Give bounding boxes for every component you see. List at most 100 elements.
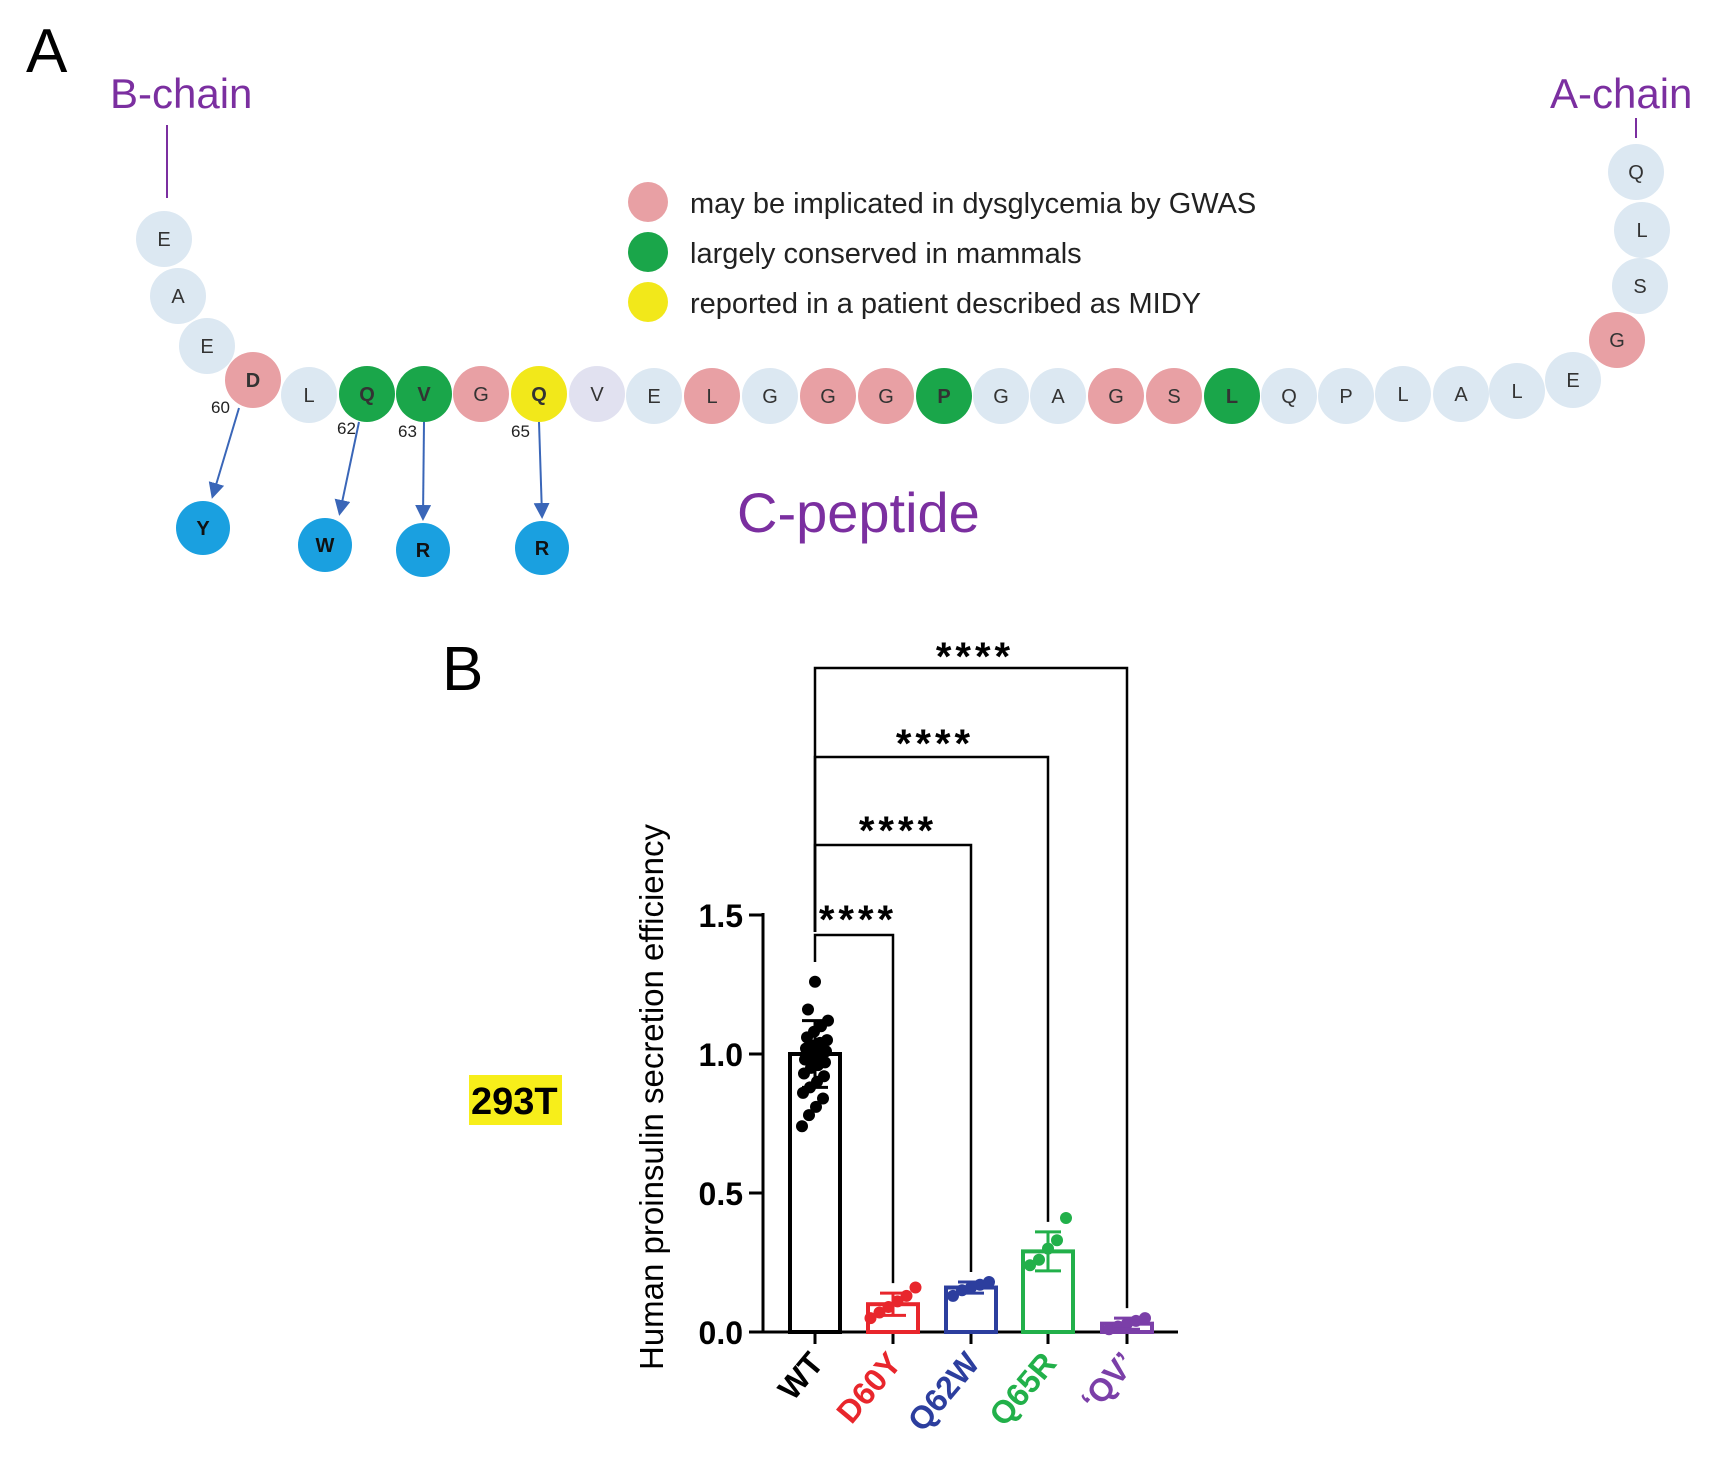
residue-letter: V	[590, 384, 604, 406]
residue-circle	[1318, 368, 1374, 424]
residue: E	[1545, 352, 1601, 408]
data-point	[864, 1312, 877, 1325]
residue-circle	[1375, 366, 1431, 422]
data-point	[1103, 1323, 1115, 1336]
data-point	[1139, 1312, 1151, 1325]
mutation-arrow	[415, 421, 432, 521]
residue-letter: G	[993, 386, 1009, 408]
data-point	[809, 975, 821, 988]
residue-circle	[1088, 368, 1144, 424]
x-tick-label: WT	[771, 1345, 831, 1407]
significance-label: ****	[819, 898, 897, 942]
b-chain-label: B-chain	[110, 70, 252, 117]
data-point	[947, 1289, 959, 1302]
residue-letter: L	[303, 385, 314, 407]
residue-circle	[1589, 312, 1645, 368]
data-point	[802, 1003, 814, 1016]
residue-circle	[339, 366, 395, 422]
residue-circle	[511, 366, 567, 422]
data-point	[1060, 1212, 1072, 1225]
residue: G	[742, 368, 798, 424]
residue: L	[281, 367, 337, 423]
residue-letter: V	[417, 384, 431, 406]
significance-label: ****	[936, 635, 1014, 679]
residue-position-label: 63	[398, 422, 417, 441]
residue: L	[1614, 202, 1670, 258]
data-point	[983, 1275, 995, 1288]
residue: P	[916, 368, 972, 424]
legend-text: reported in a patient described as MIDY	[690, 288, 1201, 320]
residue-circle	[1614, 202, 1670, 258]
legend-text: may be implicated in dysglycemia by GWAS	[690, 188, 1256, 220]
legend-swatch	[628, 232, 668, 272]
residue-letter: G	[820, 386, 836, 408]
residue: Q	[511, 366, 567, 422]
mutant-residue-circle	[176, 501, 230, 555]
residue-letter: G	[1609, 330, 1625, 352]
residue-circle	[225, 352, 281, 408]
y-tick-label: 0.0	[699, 1315, 743, 1351]
residue-letter: A	[1051, 386, 1065, 408]
data-point	[821, 1034, 833, 1047]
legend-text: largely conserved in mammals	[690, 238, 1082, 270]
residue-circle	[150, 268, 206, 324]
panel-b: B 293T Human proinsulin secretion effici…	[442, 635, 1178, 1438]
residue: Q	[339, 366, 395, 422]
residue-letter: E	[1566, 370, 1579, 392]
residue-circle	[1489, 363, 1545, 419]
residue-letter: L	[1397, 384, 1408, 406]
mutant-residue-letter: W	[316, 535, 335, 557]
residue-position-label: 65	[511, 422, 530, 441]
data-point	[1051, 1234, 1063, 1247]
legend: may be implicated in dysglycemia by GWAS…	[628, 182, 1256, 322]
residue: V	[569, 366, 625, 422]
legend-swatch	[628, 282, 668, 322]
residue-letter: G	[1108, 386, 1124, 408]
data-point	[817, 1092, 829, 1105]
residue-circle	[1030, 368, 1086, 424]
residue: S	[1146, 368, 1202, 424]
data-point	[796, 1120, 808, 1133]
data-point	[818, 1070, 830, 1083]
residue: D	[225, 352, 281, 408]
y-tick-label: 1.5	[699, 898, 743, 934]
residue-circle	[916, 368, 972, 424]
residue-letter: G	[878, 386, 894, 408]
residue-circle	[136, 211, 192, 267]
residue: G	[858, 368, 914, 424]
residue-position-label: 60	[211, 398, 230, 417]
residue-circle	[684, 368, 740, 424]
residue-letter: S	[1167, 386, 1180, 408]
residue-letter: A	[1454, 384, 1468, 406]
y-tick-label: 0.5	[699, 1176, 743, 1212]
residue: L	[1204, 368, 1260, 424]
mutation-arrow	[334, 421, 360, 516]
residue: Q	[1261, 368, 1317, 424]
residue-letter: E	[157, 229, 170, 251]
a-chain-label: A-chain	[1550, 70, 1692, 117]
mutant-residue-letter: Y	[196, 518, 210, 540]
significance-bracket	[813, 666, 1129, 1309]
residue-letter: L	[1636, 220, 1647, 242]
x-tick-label: Q65R	[982, 1345, 1063, 1432]
residue-letter: Q	[359, 384, 375, 406]
mutant-residue-circle	[396, 523, 450, 577]
panel-a: A B-chain A-chain may be implicated in d…	[26, 17, 1692, 577]
data-point	[820, 1045, 832, 1058]
residue: G	[453, 366, 509, 422]
residue: L	[1375, 366, 1431, 422]
mutant-residue-letter: R	[535, 538, 550, 560]
residue-letter: Q	[531, 384, 547, 406]
residue: A	[1433, 366, 1489, 422]
residue: G	[800, 368, 856, 424]
residue-circle	[1261, 368, 1317, 424]
residue-letter: Q	[1628, 162, 1644, 184]
residue-circle	[1545, 352, 1601, 408]
significance-label: ****	[896, 722, 974, 766]
mutation-arrow	[533, 421, 550, 519]
residue-circle	[1612, 258, 1668, 314]
residue-letter: P	[1339, 386, 1352, 408]
residue-letter: S	[1633, 276, 1646, 298]
cell-line-highlight	[469, 1075, 562, 1125]
